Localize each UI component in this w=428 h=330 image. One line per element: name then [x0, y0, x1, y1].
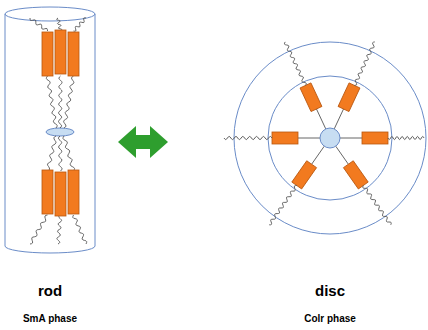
column-circles	[234, 42, 426, 234]
linker	[336, 146, 349, 164]
cylinder	[5, 7, 95, 253]
alkyl-chain	[269, 186, 297, 225]
rod-mesogen	[292, 161, 317, 189]
alkyl-chain	[363, 186, 391, 225]
alkyl-chain	[64, 76, 74, 128]
rod-mesogen	[300, 83, 322, 112]
phase-label: SmA phase	[23, 313, 77, 324]
phase-name: disc	[315, 283, 345, 300]
alkyl-chain	[57, 18, 62, 31]
rod-mesogens	[42, 30, 79, 216]
alkyl-chain	[224, 136, 272, 139]
core-disc	[320, 128, 340, 148]
alkyl-chain	[59, 76, 63, 128]
phase-label: Colr phase	[304, 313, 356, 324]
linker	[312, 146, 325, 164]
alkyl-chain	[285, 42, 307, 86]
double-arrow	[118, 126, 168, 158]
alkyl-chain	[74, 18, 87, 31]
rod-mesogen	[338, 83, 360, 112]
linker	[340, 138, 362, 139]
alkyl-chain	[30, 215, 48, 244]
alkyl-chain	[355, 42, 375, 86]
alkyl-chain	[46, 76, 57, 128]
linker	[334, 109, 343, 129]
alkyl-chain	[63, 136, 75, 171]
alkyl-chains	[30, 18, 87, 244]
rod-mesogen	[362, 132, 388, 144]
linker	[316, 109, 325, 129]
alkyl-chain	[30, 18, 48, 31]
alkyl-chain	[58, 136, 62, 171]
alkyl-chain	[73, 215, 87, 244]
linker	[298, 138, 320, 139]
alkyl-chain	[48, 136, 57, 171]
radial-mesogens	[224, 42, 424, 225]
rod-mesogen	[272, 132, 298, 144]
phase-name: rod	[38, 283, 62, 300]
central-disc	[46, 128, 74, 136]
rod-mesogen	[343, 161, 368, 189]
alkyl-chain	[57, 215, 62, 244]
alkyl-chain	[388, 136, 424, 139]
